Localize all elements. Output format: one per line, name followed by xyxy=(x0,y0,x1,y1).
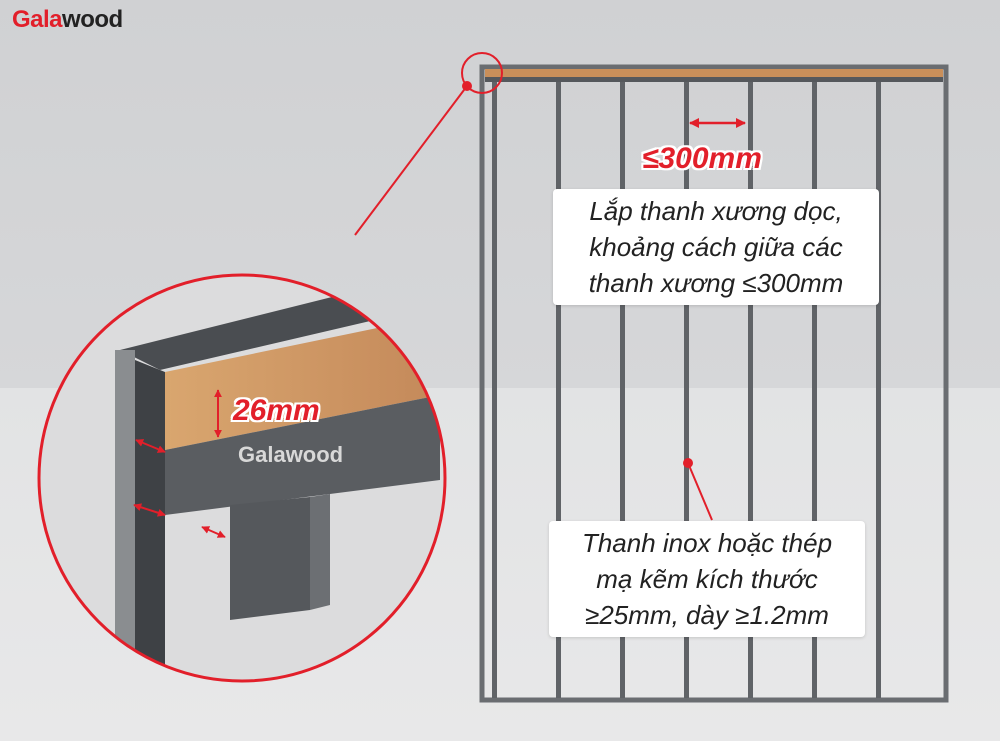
material-callout-line xyxy=(687,462,713,521)
batten-height-label: 26mm xyxy=(233,394,320,427)
top-wood-batten xyxy=(485,69,943,77)
stud-spacing-note: Lắp thanh xương dọc, khoảng cách giữa cá… xyxy=(553,189,879,305)
callout-line xyxy=(354,85,468,236)
vertical-stud xyxy=(748,82,753,698)
vertical-stud xyxy=(492,82,497,698)
beam-logo: Galawood xyxy=(238,442,344,467)
vertical-stud xyxy=(620,82,625,698)
detail-circle-border xyxy=(37,273,447,683)
brand-logo: Galawood xyxy=(12,6,123,33)
material-note: Thanh inox hoặc thép mạ kẽm kích thước ≥… xyxy=(549,521,865,637)
stud-frame xyxy=(479,64,949,703)
vertical-stud xyxy=(812,82,817,698)
vertical-stud xyxy=(684,82,689,698)
detail-zoom xyxy=(39,275,445,681)
detail-marker-circle xyxy=(461,52,503,94)
vertical-stud xyxy=(876,82,881,698)
stud-spacing-label: ≤300mm xyxy=(642,142,762,175)
vertical-stud xyxy=(556,82,561,698)
